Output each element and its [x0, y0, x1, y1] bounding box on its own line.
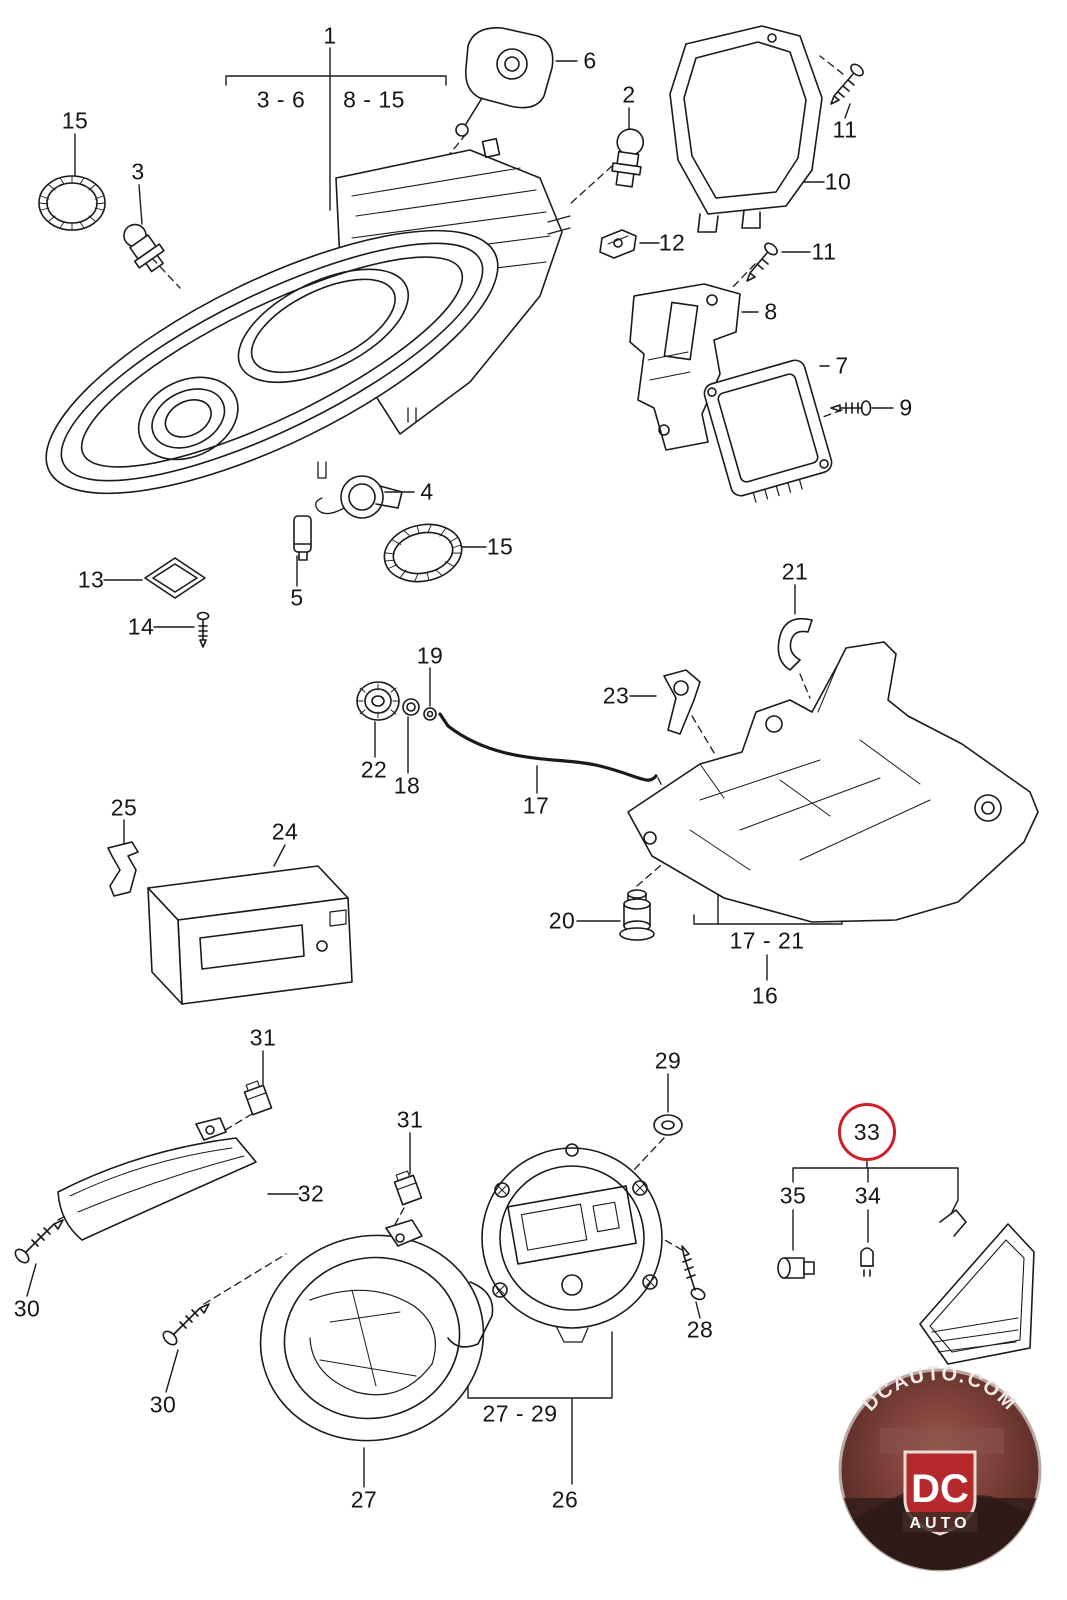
seal-ring-15b-art — [383, 523, 463, 583]
part-label-23-21: 23 — [602, 682, 630, 709]
bulb-2-art — [611, 128, 645, 188]
part-label-2729-40: 27 - 29 — [482, 1400, 558, 1427]
clip-21-art — [777, 617, 813, 671]
part-label-28-38: 28 — [686, 1316, 714, 1343]
carrier-bracket-16-art — [627, 641, 1039, 923]
part-label-30-37: 30 — [13, 1295, 41, 1322]
clip-25-art — [107, 841, 139, 897]
part-label-20-27: 20 — [548, 907, 576, 934]
part-label-29-31: 29 — [654, 1047, 682, 1074]
part-label-15-3: 15 — [61, 107, 89, 134]
part-label-4-14: 4 — [420, 478, 434, 505]
buffer-20-art — [619, 889, 655, 941]
rod-17-art — [438, 712, 658, 782]
part-label-22-22: 22 — [360, 756, 388, 783]
screw-11a-icon — [830, 63, 864, 105]
part-label-2-6: 2 — [622, 81, 636, 108]
part-label-35-35: 35 — [779, 1182, 807, 1209]
cover-10-art — [669, 25, 823, 233]
bulb-3-art — [123, 223, 165, 273]
part-label-12-9: 12 — [658, 229, 686, 256]
side-repeater-32-art — [57, 1117, 257, 1241]
part-label-24-26: 24 — [271, 818, 299, 845]
control-module-24-art — [147, 865, 353, 1005]
part-label-34-36: 34 — [854, 1182, 882, 1209]
part-label-5-17: 5 — [290, 584, 304, 611]
headlight-assembly-art — [45, 137, 571, 495]
clip-31a-art — [243, 1080, 273, 1116]
part-label-25-25: 25 — [110, 794, 138, 821]
screw-9-icon — [830, 400, 872, 416]
logo-brand-top: DC — [911, 1467, 969, 1511]
part-label-26-42: 26 — [551, 1486, 579, 1513]
part-label-7-12: 7 — [835, 352, 849, 379]
cap-18-art — [402, 698, 420, 716]
bulb-5-art — [293, 515, 312, 561]
part-label-15-15: 15 — [486, 533, 514, 560]
grommet-29-art — [653, 1114, 683, 1136]
screw-28-icon — [681, 1245, 706, 1301]
part-label-17-24: 17 — [522, 792, 550, 819]
part-label-9-13: 9 — [899, 394, 913, 421]
part-label-32-34: 32 — [297, 1180, 325, 1207]
socket-35-art — [777, 1257, 815, 1279]
part-label-21-19: 21 — [781, 558, 809, 585]
seal-ring-15a-art — [38, 175, 106, 231]
part-label-8-11: 8 — [764, 298, 778, 325]
gasket-13-art — [144, 557, 206, 599]
grommet-22-art — [356, 681, 400, 721]
part-label-815-2: 8 - 15 — [343, 86, 405, 113]
bulb-34-art — [860, 1247, 874, 1277]
part-label-19-20: 19 — [416, 642, 444, 669]
leader-lines — [26, 47, 959, 1488]
lever-23-art — [663, 669, 701, 735]
part-label-31-30: 31 — [249, 1024, 277, 1051]
part-label-6-5: 6 — [583, 47, 597, 74]
bracket-8-art — [629, 283, 741, 451]
part-label-1-0: 1 — [323, 22, 337, 49]
fog-lamp-27-art — [259, 1219, 494, 1442]
washer-19-art — [423, 707, 437, 721]
part-label-11-10: 11 — [811, 238, 837, 265]
screw-30b-icon — [162, 1303, 210, 1346]
clip-12-art — [599, 229, 637, 259]
part-label-18-23: 18 — [393, 772, 421, 799]
screw-30a-icon — [14, 1219, 64, 1264]
logo-brand-bottom: AUTO — [909, 1515, 970, 1532]
part-label-1721-28: 17 - 21 — [729, 927, 805, 954]
control-unit-7-art — [703, 359, 833, 503]
actuator-6-art — [455, 27, 554, 137]
part-label-30-39: 30 — [149, 1391, 177, 1418]
part-label-11-7: 11 — [832, 116, 858, 143]
screw-11b-icon — [746, 242, 778, 282]
part-label-16-29: 16 — [751, 982, 779, 1009]
clip-31b-art — [393, 1170, 423, 1206]
part-label-3-4: 3 — [131, 158, 145, 185]
part-label-31-32: 31 — [396, 1106, 424, 1133]
part-label-36-1: 3 - 6 — [256, 86, 306, 113]
part-label-27-41: 27 — [350, 1486, 378, 1513]
bulb-socket-4-art — [315, 475, 403, 519]
part-label-13-16: 13 — [77, 566, 105, 593]
part-label-14-18: 14 — [127, 613, 155, 640]
part-label-10-8: 10 — [824, 168, 852, 195]
screw-14-icon — [196, 611, 210, 648]
fog-housing-26-art — [481, 1143, 663, 1343]
side-marker-lamp-art — [919, 1209, 1035, 1365]
part-label-33-33: 33 — [838, 1103, 896, 1161]
